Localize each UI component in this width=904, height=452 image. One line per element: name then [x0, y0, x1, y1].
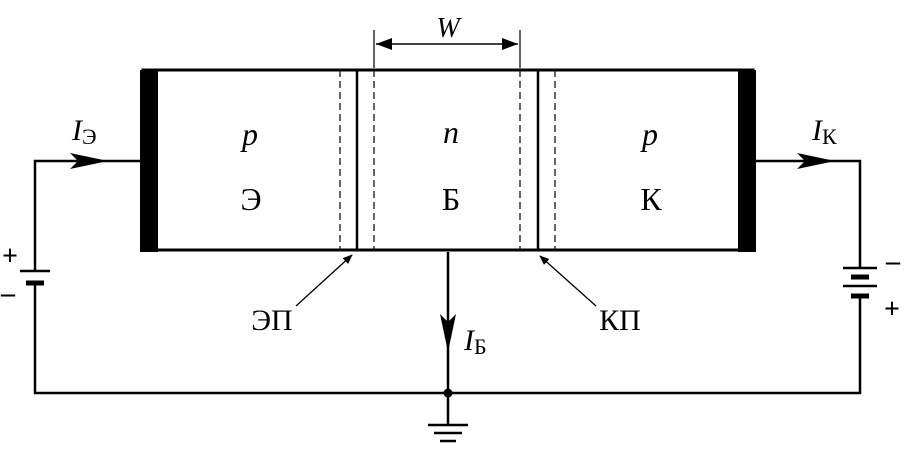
emitter-junction: [339, 70, 375, 250]
collector-current-sub: К: [822, 124, 837, 149]
emitter-current-arrow: [70, 153, 108, 169]
base-name-label: Б: [442, 181, 460, 217]
emitter-name-label: Э: [240, 181, 261, 217]
base-current-arrow: [440, 314, 456, 352]
collector-type-label: p: [640, 116, 658, 152]
semiconductor-body: [141, 68, 755, 252]
emitter-current-label: IЭ: [71, 114, 97, 149]
right-battery-plus: +: [884, 294, 900, 325]
emitter-current-sub: Э: [82, 124, 97, 149]
base-width-label: W: [436, 13, 462, 44]
base-current-sub: Б: [474, 334, 487, 359]
collector-current-symbol: I: [811, 114, 824, 147]
collector-current-label: IК: [811, 114, 837, 149]
emitter-current-symbol: I: [71, 114, 84, 147]
right-battery-minus: –: [885, 246, 901, 277]
collector-contact: [738, 70, 756, 252]
left-battery-minus: –: [0, 278, 16, 309]
base-type-label: n: [443, 114, 459, 150]
collector-junction: [519, 70, 556, 250]
left-battery-icon: [20, 269, 50, 286]
collector-junction-leader: [539, 255, 597, 307]
collector-name-label: К: [640, 181, 662, 217]
collector-junction-label: КП: [599, 304, 641, 337]
emitter-junction-label: ЭП: [251, 304, 292, 337]
collector-current-arrow: [797, 153, 835, 169]
base-current-symbol: I: [463, 324, 476, 357]
emitter-type-label: p: [240, 116, 258, 152]
emitter-contact: [140, 70, 158, 252]
emitter-junction-leader: [295, 254, 353, 307]
left-battery-plus: +: [2, 241, 18, 272]
base-current-label: IБ: [463, 324, 487, 359]
ground-icon: [428, 388, 468, 443]
right-battery-icon: [843, 266, 877, 299]
base-width-dimension: W: [373, 13, 521, 68]
